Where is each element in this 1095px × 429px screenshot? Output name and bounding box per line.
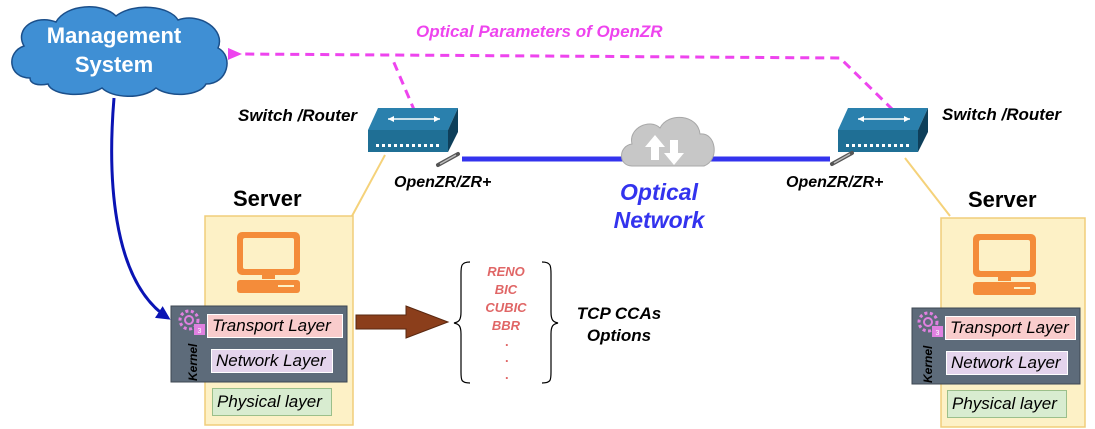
right-physical-layer[interactable]: Physical layer: [947, 390, 1067, 418]
management-to-kernel-arrow: [110, 97, 171, 320]
right-computer-monitor-icon: [973, 234, 1036, 295]
left-server-link: [351, 154, 386, 217]
right-optics-label: OpenZR/ZR+: [786, 174, 884, 191]
left-transport-layer[interactable]: Transport Layer: [207, 314, 343, 338]
right-switch-router-icon[interactable]: [838, 108, 928, 152]
tcp-ccas-label: TCP CCAs Options: [566, 303, 672, 347]
left-gear-icon: 3: [178, 309, 205, 335]
optical-parameters-label: Optical Parameters of OpenZR: [416, 22, 663, 41]
right-transceiver-icon: [830, 151, 854, 166]
left-switch-label: Switch /Router: [238, 106, 358, 125]
right-server-link: [904, 157, 951, 217]
left-server-title: Server: [233, 186, 302, 211]
left-switch-router-icon[interactable]: [368, 108, 458, 152]
left-computer-monitor-icon: [237, 232, 300, 293]
svg-text:3: 3: [198, 328, 202, 335]
cca-option-reno[interactable]: RENO: [487, 264, 525, 279]
right-brace: [541, 261, 559, 384]
right-server-title: Server: [968, 187, 1037, 212]
left-optics-label: OpenZR/ZR+: [394, 174, 492, 191]
management-label-line1: Management: [46, 23, 182, 48]
optical-network-label: Optical Network: [600, 178, 718, 234]
management-cloud-icon[interactable]: [11, 6, 228, 97]
cca-option-cubic[interactable]: CUBIC: [485, 300, 527, 315]
right-transport-layer[interactable]: Transport Layer: [945, 316, 1076, 340]
cca-ellipsis-dot: .: [505, 334, 509, 349]
right-switch-label: Switch /Router: [942, 105, 1062, 124]
cca-option-bbr[interactable]: BBR: [491, 318, 521, 333]
right-gear-icon: 3: [917, 311, 943, 337]
optical-parameters-arrow: [227, 47, 895, 113]
cca-ellipsis-dot: .: [505, 350, 509, 365]
management-label-line2: System: [74, 52, 154, 77]
svg-text:3: 3: [936, 330, 940, 337]
left-network-layer[interactable]: Network Layer: [211, 349, 333, 373]
management-system-label: Management System: [14, 21, 214, 79]
optical-network-line2: Network: [613, 207, 705, 233]
right-kernel-label: Kernel: [921, 345, 935, 383]
transport-to-cca-arrow: [355, 305, 450, 339]
optical-network-line1: Optical: [620, 179, 698, 205]
left-physical-layer[interactable]: Physical layer: [212, 388, 332, 416]
cloud-upload-download-icon: [621, 116, 715, 167]
tcp-ccas-line2: Options: [586, 326, 652, 345]
cca-ellipsis-dot: .: [505, 367, 509, 382]
left-brace: [453, 261, 471, 384]
left-kernel-label: Kernel: [186, 343, 200, 381]
cca-option-bic[interactable]: BIC: [494, 282, 518, 297]
left-transceiver-icon: [436, 152, 460, 167]
right-network-layer[interactable]: Network Layer: [946, 351, 1068, 375]
tcp-ccas-line1: TCP CCAs: [576, 304, 662, 323]
